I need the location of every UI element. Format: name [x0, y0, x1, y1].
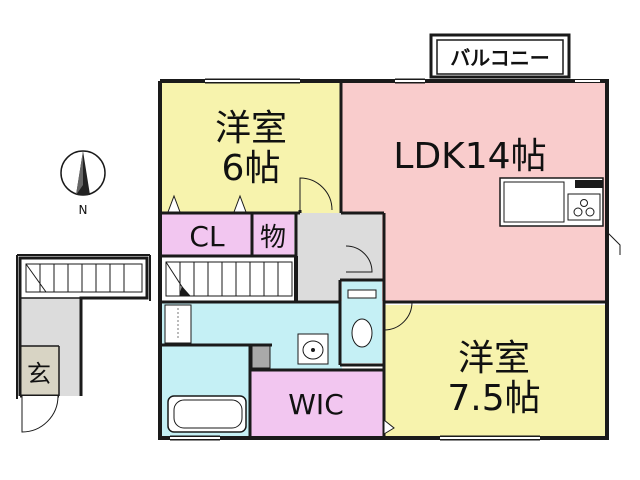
window-marks	[170, 80, 600, 439]
balcony: バルコニー	[429, 33, 571, 79]
stairs	[165, 261, 293, 297]
window-lines	[170, 78, 540, 441]
stove-burner-icon	[585, 207, 595, 217]
entrance-door-swing	[21, 395, 59, 433]
wic-area	[250, 370, 383, 436]
storage-label: 物	[260, 223, 286, 253]
kitchen-counter	[499, 177, 604, 227]
balcony-label: バルコニー	[450, 46, 550, 70]
western-room-1-label: 洋室	[215, 108, 287, 149]
pillar	[251, 345, 271, 369]
western-room-2-area	[383, 305, 605, 436]
pillar	[294, 256, 298, 301]
wic-label: WIC	[288, 388, 344, 421]
western-room-1-size: 6帖	[222, 148, 281, 189]
closet-area	[162, 213, 252, 255]
compass: N	[60, 150, 106, 217]
western-room-1-area	[162, 83, 341, 213]
washing-machine	[164, 304, 192, 344]
closet-door-marks	[167, 194, 395, 435]
bathtub	[167, 395, 247, 433]
interior-walls	[160, 81, 607, 438]
door-swings	[299, 177, 621, 331]
stair-arrow-icon	[179, 285, 192, 297]
western-room-2-size: 7.5帖	[447, 378, 540, 419]
storage-area	[252, 213, 294, 255]
compass-direction: N	[79, 203, 88, 217]
stove-burner-icon	[580, 199, 588, 207]
wash-basin	[297, 333, 329, 365]
toilet	[347, 289, 377, 348]
western-room-2-label: 洋室	[458, 338, 530, 379]
ldk-label: LDK14帖	[393, 136, 546, 177]
outer-walls	[158, 79, 609, 440]
closet-label: CL	[189, 220, 225, 253]
entrance-label: 玄	[27, 360, 51, 388]
entrance-stairs	[25, 263, 143, 293]
stove-burner-icon	[573, 207, 583, 217]
